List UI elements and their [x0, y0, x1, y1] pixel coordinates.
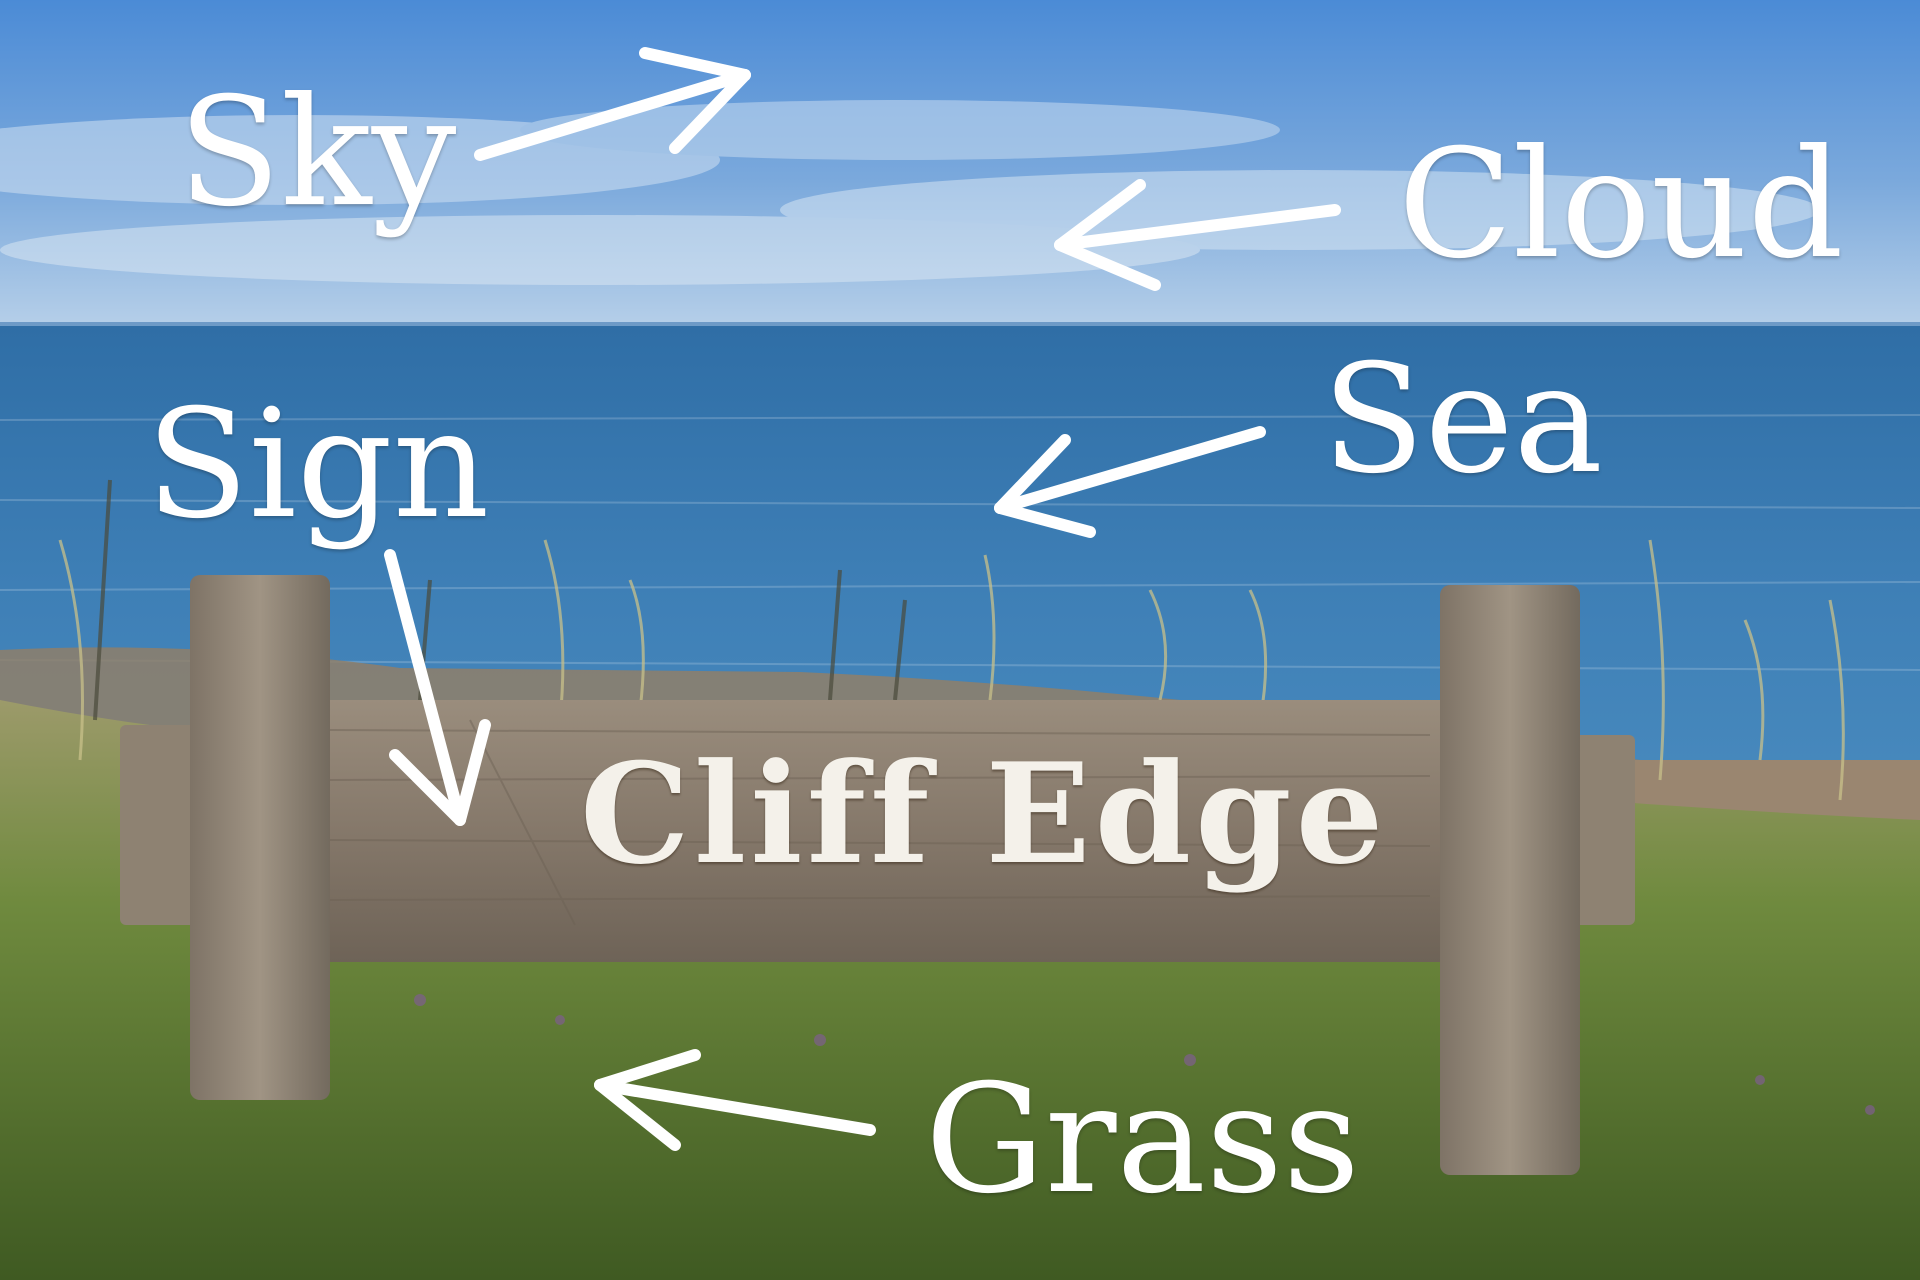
- right-post: [1440, 585, 1580, 1175]
- label-sign: Sign: [146, 378, 490, 552]
- left-post: [190, 575, 330, 1100]
- label-cloud: Cloud: [1398, 118, 1844, 292]
- label-sky: Sky: [178, 66, 457, 240]
- sign-board: [316, 700, 1446, 962]
- wooden-sign: [120, 575, 1635, 1175]
- sign-lettering: Cliff Edge: [580, 732, 1388, 895]
- label-sea: Sea: [1322, 333, 1603, 507]
- label-grass: Grass: [925, 1053, 1360, 1227]
